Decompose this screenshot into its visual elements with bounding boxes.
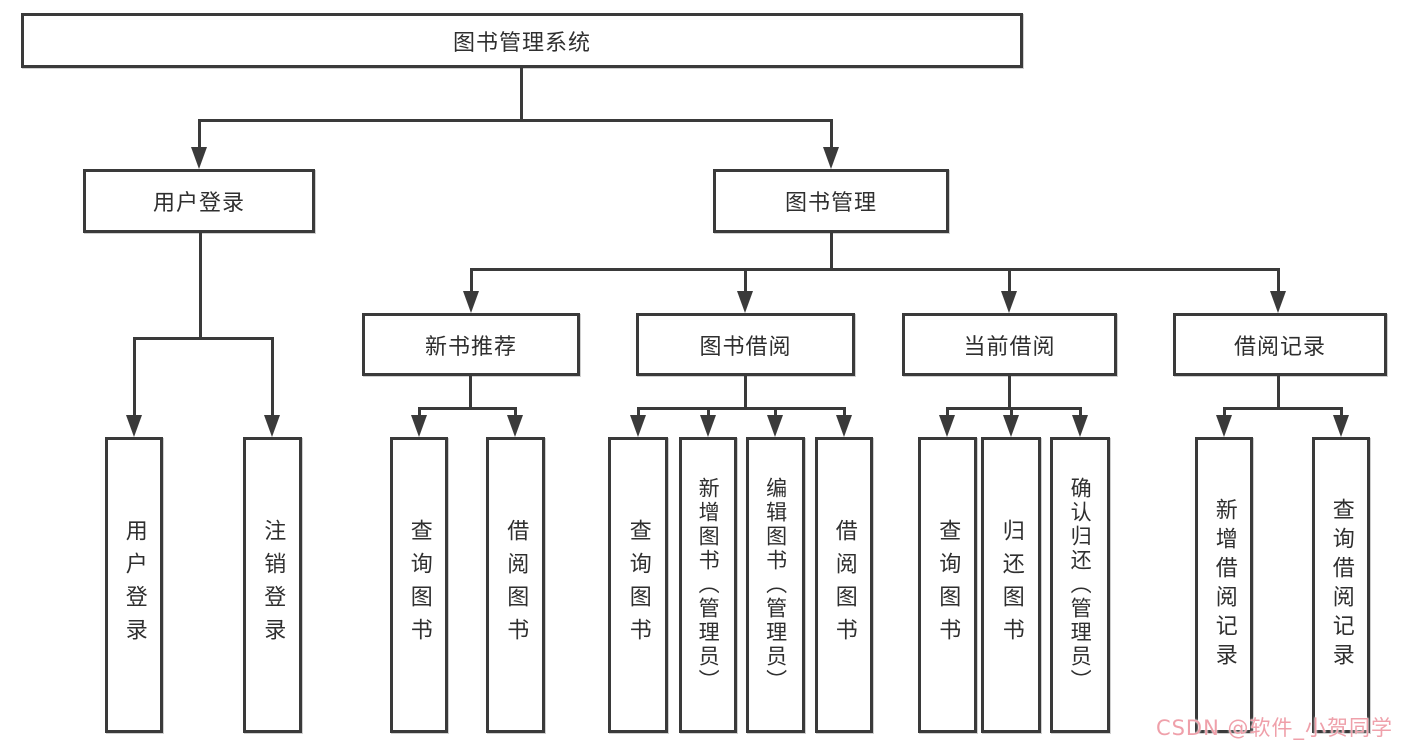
connector-book-borrow-drop: [744, 268, 747, 293]
connector-bb-borrow-drop: [843, 407, 846, 417]
connector-nb-query-drop: [418, 407, 421, 417]
leaf-bb-query-book: 查询图书: [608, 437, 668, 733]
arrowhead-br-add-record: [1216, 415, 1232, 437]
connector-cb-query-drop: [946, 407, 949, 417]
node-book-management: 图书管理: [713, 169, 949, 233]
connector-level2-bracket: [198, 119, 832, 122]
connector-user-login-drop: [198, 119, 201, 149]
connector-root-stem: [520, 68, 523, 119]
connector-book-borrow-bracket: [637, 407, 845, 410]
arrowhead-cb-confirm-return: [1072, 415, 1088, 437]
connector-book-borrow-stem: [744, 376, 747, 407]
connector-new-book-bracket: [418, 407, 517, 410]
leaf-bb-edit-book-admin: 编辑图书（管理员）: [746, 437, 805, 733]
arrowhead-cb-query-book: [939, 415, 955, 437]
arrowhead-nb-borrow-book: [507, 415, 523, 437]
arrowhead-bb-borrow-book: [836, 415, 852, 437]
connector-level3-bracket: [470, 268, 1279, 271]
arrowhead-user-login: [191, 147, 207, 169]
arrowhead-nb-query-book: [411, 415, 427, 437]
connector-new-book-drop: [470, 268, 473, 293]
node-user-login: 用户登录: [83, 169, 315, 233]
leaf-bb-borrow-book: 借阅图书: [815, 437, 873, 733]
connector-book-management-drop: [830, 119, 833, 149]
node-current-borrow: 当前借阅: [902, 313, 1117, 376]
node-root: 图书管理系统: [21, 13, 1023, 68]
arrowhead-book-borrow: [737, 291, 753, 313]
connector-cb-confirm-drop: [1079, 407, 1082, 417]
connector-user-login-bracket: [133, 337, 274, 340]
arrowhead-cb-return-book: [1003, 415, 1019, 437]
arrowhead-br-query-record: [1333, 415, 1349, 437]
arrowhead-leaf-logout: [264, 415, 280, 437]
connector-nb-borrow-drop: [514, 407, 517, 417]
node-book-borrow: 图书借阅: [636, 313, 855, 376]
connector-new-book-stem: [469, 376, 472, 407]
leaf-logout: 注销登录: [243, 437, 302, 733]
connector-bb-add-drop: [707, 407, 710, 417]
connector-borrow-records-bracket: [1223, 407, 1342, 410]
connector-current-borrow-stem: [1008, 376, 1011, 407]
connector-book-management-stem: [830, 233, 833, 270]
leaf-cb-query-book: 查询图书: [918, 437, 977, 733]
arrowhead-leaf-user-login: [126, 415, 142, 437]
leaf-nb-query-book: 查询图书: [390, 437, 448, 733]
connector-current-borrow-drop: [1008, 268, 1011, 293]
arrowhead-book-management: [823, 147, 839, 169]
arrowhead-bb-add-book: [700, 415, 716, 437]
leaf-bb-add-book-admin: 新增图书（管理员）: [679, 437, 737, 733]
connector-leaf-logout-drop: [271, 337, 274, 416]
arrowhead-new-book-recommend: [463, 291, 479, 313]
csdn-watermark: CSDN @软件_小贺同学: [1155, 716, 1393, 740]
arrowhead-bb-edit-book: [767, 415, 783, 437]
connector-br-add-drop: [1223, 407, 1226, 417]
arrowhead-borrow-records: [1270, 291, 1286, 313]
connector-borrow-records-stem: [1277, 376, 1280, 407]
connector-bb-query-drop: [637, 407, 640, 417]
connector-leaf-user-login-drop: [133, 337, 136, 416]
connector-br-query-drop: [1340, 407, 1343, 417]
arrowhead-current-borrow: [1001, 291, 1017, 313]
leaf-cb-return-book: 归还图书: [981, 437, 1041, 733]
connector-user-login-stem: [199, 233, 202, 337]
node-new-book-recommend: 新书推荐: [362, 313, 580, 376]
arrowhead-bb-query-book: [630, 415, 646, 437]
leaf-br-add-record: 新增借阅记录: [1195, 437, 1253, 733]
connector-borrow-records-drop: [1277, 268, 1280, 293]
leaf-user-login: 用户登录: [105, 437, 163, 733]
leaf-cb-confirm-return-admin: 确认归还（管理员）: [1050, 437, 1110, 733]
leaf-nb-borrow-book: 借阅图书: [486, 437, 545, 733]
node-borrow-records: 借阅记录: [1173, 313, 1387, 376]
connector-current-borrow-bracket: [946, 407, 1081, 410]
leaf-br-query-record: 查询借阅记录: [1312, 437, 1370, 733]
connector-bb-edit-drop: [774, 407, 777, 417]
connector-cb-return-drop: [1010, 407, 1013, 417]
